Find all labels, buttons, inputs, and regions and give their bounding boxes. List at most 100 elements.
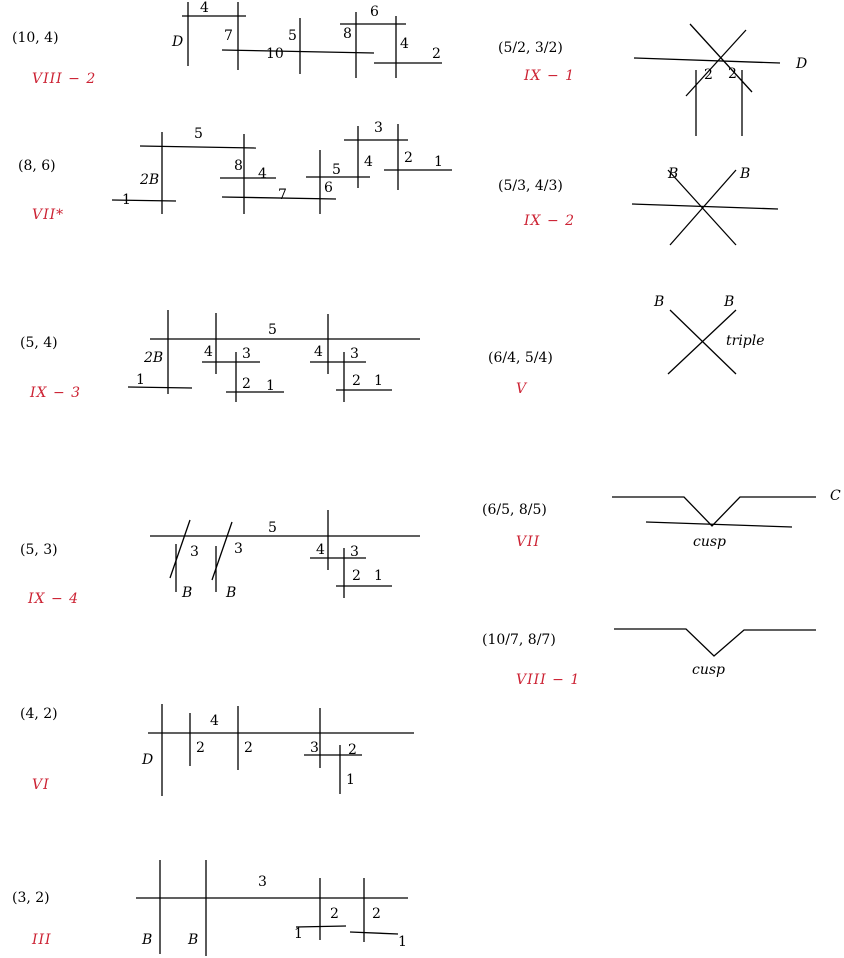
mult-label: 3	[310, 740, 319, 756]
mult-label: 1	[374, 373, 383, 389]
mult-label: 2	[372, 906, 381, 922]
pair-label: (8, 6)	[18, 158, 56, 174]
type-label: VII*	[32, 207, 64, 223]
mult-label: 5	[194, 126, 203, 142]
mult-label: cusp	[692, 662, 725, 678]
pair-label: (4, 2)	[20, 706, 58, 722]
mult-label: 8	[234, 158, 243, 174]
mult-label: C	[830, 488, 841, 504]
mult-label: 2	[704, 67, 713, 83]
mult-label: 4	[200, 0, 209, 16]
type-label: VIII − 1	[516, 672, 580, 688]
config-v: (6/4, 5/4) V B B triple	[488, 294, 765, 397]
pair-label: (5, 3)	[20, 542, 58, 558]
mult-label: 1	[266, 378, 275, 394]
pair-label: (10, 4)	[12, 30, 59, 46]
type-label: V	[516, 381, 528, 397]
type-label: IX − 3	[29, 385, 81, 401]
curve-line	[612, 496, 816, 527]
curve-line	[669, 309, 737, 375]
mult-label: cusp	[693, 534, 726, 550]
mult-label: 2B	[139, 172, 159, 188]
pair-label: (5/2, 3/2)	[498, 40, 563, 56]
curve-line	[645, 521, 793, 528]
mult-label: 10	[266, 46, 284, 62]
mult-label: 5	[268, 322, 277, 338]
type-label: VI	[32, 777, 50, 793]
config-viii-2: (10, 4) VIII − 2 4 D 7 10 5 8 6 4 2	[12, 0, 442, 87]
mult-label: D	[141, 752, 153, 768]
mult-label: 3	[190, 544, 199, 560]
mult-label: 4	[314, 344, 323, 360]
mult-label: 4	[364, 154, 373, 170]
curve-line	[614, 628, 816, 657]
mult-label: 8	[343, 26, 352, 42]
curve-line	[211, 521, 233, 581]
type-label: VII	[516, 534, 540, 550]
mult-label: 6	[370, 4, 379, 20]
type-label: IX − 4	[27, 591, 79, 607]
mult-label: 3	[374, 120, 383, 136]
mult-label: B	[667, 166, 678, 182]
mult-label: 1	[346, 772, 355, 788]
mult-label: triple	[726, 333, 765, 349]
mult-label: 2	[196, 740, 205, 756]
mult-label: 3	[350, 346, 359, 362]
mult-label: 2	[244, 740, 253, 756]
config-vii-star: (8, 6) VII* 5 2B 1 8 4 7 5 6 3 4 2 1	[18, 120, 452, 223]
mult-label: 3	[234, 541, 243, 557]
config-iii: (3, 2) III 3 B B 1 2 2 1	[12, 860, 408, 956]
mult-label: 7	[278, 187, 287, 203]
curve-line	[631, 203, 779, 210]
curve-line	[111, 199, 177, 202]
mult-label: 2	[352, 373, 361, 389]
config-ix-2: (5/3, 4/3) IX − 2 B B	[498, 166, 779, 246]
mult-label: 2	[728, 66, 737, 82]
curve-line	[169, 519, 191, 579]
pair-label: (3, 2)	[12, 890, 50, 906]
mult-label: 4	[400, 36, 409, 52]
config-viii-1: (10/7, 8/7) VIII − 1 cusp	[482, 628, 816, 688]
curve-line	[139, 145, 257, 149]
curve-line	[221, 196, 337, 200]
mult-label: 1	[294, 926, 303, 942]
mult-label: 1	[374, 568, 383, 584]
config-vi: (4, 2) VI 4 D 2 2 3 2 1	[20, 704, 414, 796]
config-vii: (6/5, 8/5) VII C cusp	[482, 488, 841, 550]
mult-label: B	[739, 166, 750, 182]
type-label: III	[31, 932, 52, 948]
curve-line	[295, 925, 347, 928]
type-label: IX − 1	[523, 68, 575, 84]
mult-label: 2	[330, 906, 339, 922]
mult-label: 2	[432, 46, 441, 62]
curve-line	[221, 49, 375, 54]
mult-label: 3	[258, 874, 267, 890]
mult-label: 2	[404, 150, 413, 166]
mult-label: 4	[258, 166, 267, 182]
mult-label: 5	[332, 162, 341, 178]
config-ix-1: (5/2, 3/2) IX − 1 2 2 D	[498, 23, 807, 136]
mult-label: 4	[316, 542, 325, 558]
mult-label: 2	[348, 742, 357, 758]
mult-label: 5	[288, 28, 297, 44]
mult-label: 1	[122, 192, 131, 208]
mult-label: 2	[352, 568, 361, 584]
pair-label: (5/3, 4/3)	[498, 178, 563, 194]
mult-label: D	[795, 56, 807, 72]
mult-label: 2B	[143, 350, 163, 366]
mult-label: B	[187, 932, 198, 948]
pair-label: (6/5, 8/5)	[482, 502, 547, 518]
mult-label: B	[225, 585, 236, 601]
mult-label: 3	[350, 544, 359, 560]
mult-label: 4	[210, 713, 219, 729]
pair-label: (10/7, 8/7)	[482, 632, 556, 648]
type-label: VIII − 2	[32, 71, 96, 87]
mult-label: 1	[434, 154, 443, 170]
mult-label: B	[723, 294, 734, 310]
curve-line	[667, 169, 737, 246]
mult-label: 4	[204, 344, 213, 360]
curve-line	[685, 29, 747, 97]
pair-label: (6/4, 5/4)	[488, 350, 553, 366]
